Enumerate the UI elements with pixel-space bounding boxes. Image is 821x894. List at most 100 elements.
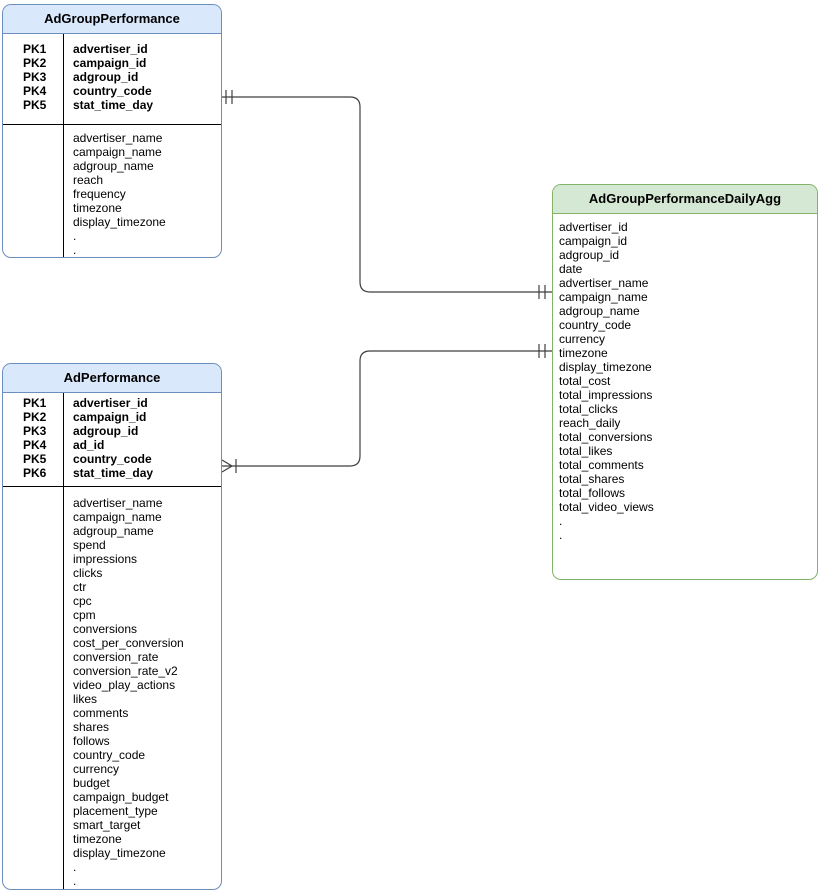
field-row: shares — [73, 720, 110, 734]
field-row: campaign_id — [559, 234, 628, 248]
pk-row: PK5 country_code — [3, 452, 221, 466]
pk-row: PK4 country_code — [3, 84, 221, 98]
field-row: campaign_name — [73, 510, 162, 524]
pk-row: PK2 campaign_id — [3, 410, 221, 424]
field-row: frequency — [73, 187, 126, 201]
field-row: adgroup_name — [73, 159, 154, 173]
field-row: adgroup_id — [559, 248, 620, 262]
field-row: . — [73, 874, 77, 888]
field-row: placement_type — [73, 804, 158, 818]
field-row: advertiser_id — [559, 220, 628, 234]
field-row: total_likes — [559, 444, 613, 458]
pk-field-name: campaign_id — [73, 56, 147, 70]
field-row: total_conversions — [559, 430, 653, 444]
entity-adgroupperformancedailyagg: AdGroupPerformanceDailyAgg advertiser_id… — [552, 184, 818, 580]
pk-column-divider — [63, 34, 64, 257]
one-and-only-one-marker — [538, 344, 546, 358]
pk-field-name: advertiser_id — [73, 42, 148, 56]
pk-label: PK4 — [23, 84, 47, 98]
field-row: timezone — [73, 832, 122, 846]
one-and-only-one-marker — [538, 285, 546, 299]
field-row: currency — [559, 332, 606, 346]
field-row: . — [73, 860, 77, 874]
entity-title: AdPerformance — [3, 364, 221, 393]
pk-field-name: campaign_id — [73, 410, 147, 424]
pk-row: PK2 campaign_id — [3, 56, 221, 70]
pk-field-name: stat_time_day — [73, 466, 154, 480]
pk-label: PK2 — [23, 410, 47, 424]
field-row: . — [559, 528, 563, 542]
pk-label: PK4 — [23, 438, 47, 452]
field-row: country_code — [73, 748, 146, 762]
pk-label: PK2 — [23, 56, 47, 70]
relationship-line — [222, 96, 552, 293]
field-row: comments — [73, 706, 129, 720]
field-row: . — [73, 229, 77, 243]
field-row: date — [559, 262, 583, 276]
field-row: clicks — [73, 566, 103, 580]
field-row: cpm — [73, 608, 96, 622]
pk-column-divider — [63, 393, 64, 889]
pk-label: PK1 — [23, 396, 47, 410]
pk-label: PK6 — [23, 466, 47, 480]
field-row: adgroup_name — [73, 524, 154, 538]
pk-field-name: adgroup_id — [73, 70, 139, 84]
pk-label: PK5 — [23, 98, 47, 112]
pk-row: PK6 stat_time_day — [3, 466, 221, 480]
relationship-adgroupperformance-to-dailyagg — [222, 90, 552, 299]
field-row: total_impressions — [559, 388, 653, 402]
field-row: display_timezone — [73, 846, 166, 860]
field-row: display_timezone — [73, 215, 166, 229]
pk-label: PK5 — [23, 452, 47, 466]
pk-field-name: country_code — [73, 452, 152, 466]
field-row: advertiser_name — [559, 276, 649, 290]
field-row: conversion_rate — [73, 650, 159, 664]
relationship-line — [222, 350, 552, 467]
field-row: total_comments — [559, 458, 644, 472]
pk-row: PK5 stat_time_day — [3, 98, 221, 112]
field-row: video_play_actions — [73, 678, 176, 692]
field-row: advertiser_name — [73, 496, 163, 510]
one-and-only-one-marker — [225, 90, 233, 104]
field-row: total_cost — [559, 374, 611, 388]
field-row: cost_per_conversion — [73, 636, 184, 650]
pk-field-name: advertiser_id — [73, 396, 148, 410]
field-row: . — [559, 514, 563, 528]
field-row: reach_daily — [559, 416, 621, 430]
field-row: conversions — [73, 622, 138, 636]
field-row: total_follows — [559, 486, 626, 500]
field-row: campaign_name — [559, 290, 648, 304]
pk-row: PK1 advertiser_id — [3, 42, 221, 56]
field-row: country_code — [559, 318, 632, 332]
relationship-adperformance-to-dailyagg — [221, 344, 552, 473]
pk-row: PK1 advertiser_id — [3, 396, 221, 410]
field-row: smart_target — [73, 818, 141, 832]
pk-label: PK3 — [23, 424, 47, 438]
field-row: campaign_name — [73, 145, 162, 159]
pk-label: PK1 — [23, 42, 47, 56]
field-row: currency — [73, 762, 120, 776]
pk-field-name: stat_time_day — [73, 98, 154, 112]
field-row: total_video_views — [559, 500, 654, 514]
field-row: impressions — [73, 552, 138, 566]
field-row: budget — [73, 776, 110, 790]
field-row: campaign_budget — [73, 790, 169, 804]
pk-field-name: country_code — [73, 84, 152, 98]
entity-title: AdGroupPerformanceDailyAgg — [553, 185, 817, 214]
field-row: total_clicks — [559, 402, 618, 416]
field-row: adgroup_name — [559, 304, 640, 318]
field-row: . — [73, 243, 77, 257]
crow-foot-many-marker — [221, 459, 237, 473]
field-row: spend — [73, 538, 106, 552]
